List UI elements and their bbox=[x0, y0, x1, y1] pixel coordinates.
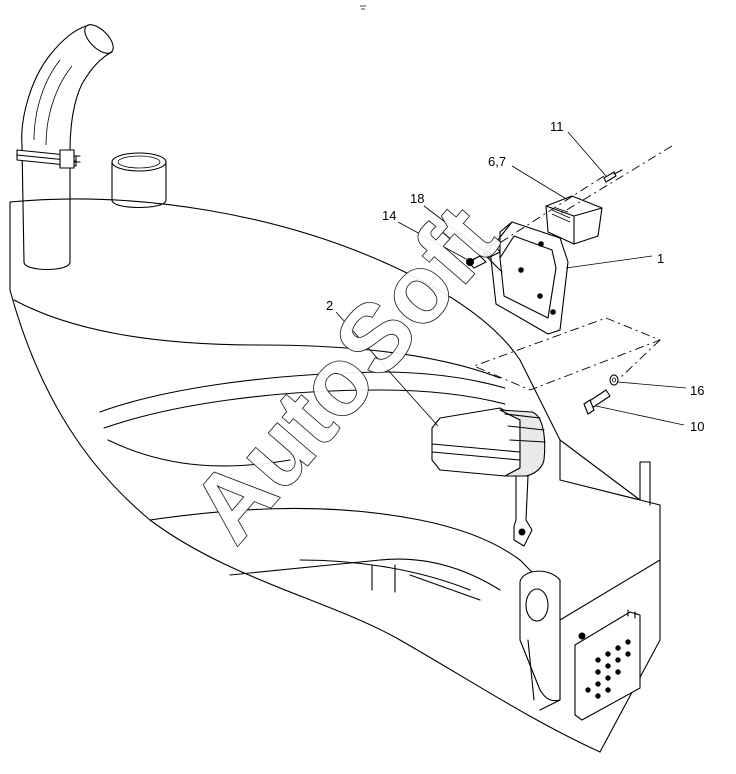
hood-body bbox=[9, 198, 661, 753]
callout-1: 1 bbox=[657, 251, 664, 266]
assembly-lines bbox=[469, 145, 673, 391]
callout-11: 11 bbox=[550, 119, 564, 134]
marker-lamp bbox=[545, 195, 603, 245]
callout-14: 14 bbox=[382, 208, 396, 223]
exhaust-pipe bbox=[16, 24, 114, 270]
callout-6-7: 6,7 bbox=[488, 154, 506, 169]
callout-10: 10 bbox=[690, 419, 704, 434]
lamp-assembly bbox=[431, 407, 546, 547]
callout-2: 2 bbox=[326, 298, 333, 313]
mounting-bracket bbox=[489, 221, 569, 335]
watermark: AutoSoft bbox=[171, 186, 518, 562]
leader-lines bbox=[335, 131, 687, 427]
callout-18: 18 bbox=[410, 191, 424, 206]
callout-16: 16 bbox=[690, 383, 704, 398]
top-mark bbox=[360, 5, 366, 10]
intake-pipe bbox=[111, 152, 167, 208]
perforated-plate bbox=[574, 609, 641, 721]
bolt-11 bbox=[603, 169, 623, 183]
bolt-washer bbox=[583, 374, 619, 415]
tow-hook bbox=[519, 570, 561, 702]
